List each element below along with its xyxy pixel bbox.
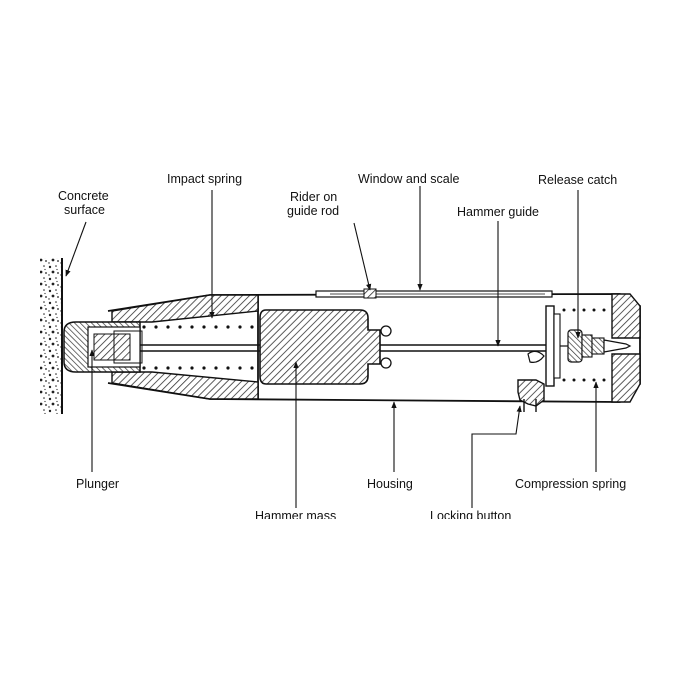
- housing-rear-upper: [611, 293, 641, 339]
- label-hammer-mass: Hammer mass: [255, 509, 337, 519]
- hammer-guide: [527, 305, 561, 387]
- housing-rear-lower: [611, 353, 641, 403]
- label-concrete-surface: Concrete surface: [58, 189, 109, 217]
- window-scale: [315, 288, 553, 299]
- label-window-and-scale: Window and scale: [358, 172, 460, 186]
- compression-spring: [562, 308, 606, 382]
- label-hammer-guide: Hammer guide: [457, 205, 539, 219]
- housing-nose-lower: [111, 371, 259, 400]
- label-impact-spring: Impact spring: [167, 172, 243, 186]
- label-housing: Housing: [367, 477, 413, 491]
- impact-spring: [142, 325, 254, 370]
- leader-locking: [471, 405, 522, 508]
- label-compression-spring: Compression spring: [515, 477, 627, 491]
- leader-concrete: [65, 221, 87, 277]
- leader-lines: [65, 186, 599, 508]
- housing-nose-upper: [111, 294, 259, 323]
- label-rider-on-guide-rod: Rider on guide rod: [287, 190, 340, 218]
- concrete-surface: [40, 258, 62, 414]
- label-plunger: Plunger: [76, 477, 120, 491]
- plunger: [63, 321, 143, 373]
- label-locking-button: Locking button: [430, 509, 512, 519]
- release-catch: [560, 329, 632, 363]
- locking-button: [517, 379, 545, 412]
- leader-rider: [353, 222, 372, 291]
- hammer-mass: [259, 309, 381, 385]
- label-release-catch: Release catch: [538, 173, 618, 187]
